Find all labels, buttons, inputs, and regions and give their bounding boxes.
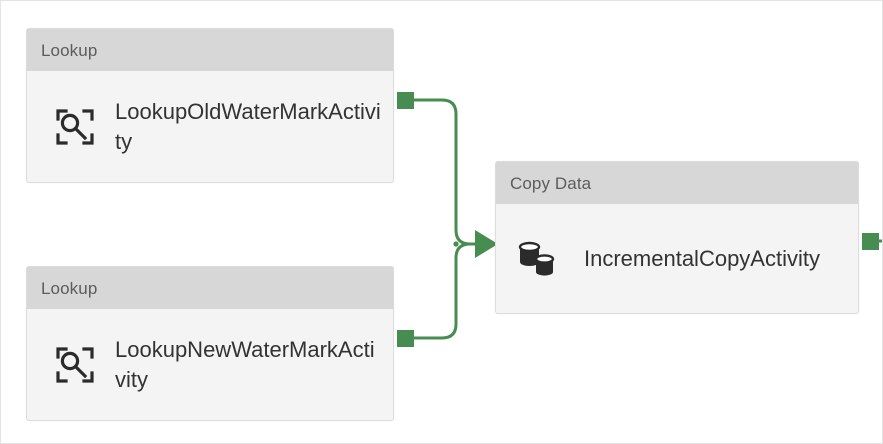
node-body: LookupOldWaterMarkActivity (27, 71, 393, 182)
edge-merge-junction (453, 241, 459, 247)
lookup-icon (45, 339, 97, 391)
activity-node-lookup-old-watermark[interactable]: Lookup LookupOldWaterMarkActivity (26, 28, 394, 183)
node-header: Lookup (27, 29, 393, 71)
node-header: Lookup (27, 267, 393, 309)
edge-new-to-copy (412, 242, 483, 340)
node-activity-name: IncrementalCopyActivity (584, 245, 820, 271)
edge-old-to-copy (412, 98, 483, 246)
node-body: IncrementalCopyActivity (496, 204, 858, 313)
node-activity-name: LookupOldWaterMarkActivity (115, 99, 381, 154)
activity-node-incremental-copy[interactable]: Copy Data IncrementalCopyActivity (495, 161, 859, 314)
activity-node-lookup-new-watermark[interactable]: Lookup LookupNewWaterMarkActivity (26, 266, 394, 421)
output-port-incremental-copy[interactable] (862, 233, 879, 250)
node-header: Copy Data (496, 162, 858, 204)
node-type-label: Lookup (41, 40, 98, 60)
node-type-label: Copy Data (510, 173, 592, 193)
output-port-lookup-new[interactable] (397, 330, 414, 347)
database-copy-icon (514, 233, 566, 285)
node-type-label: Lookup (41, 278, 98, 298)
output-port-lookup-old[interactable] (397, 92, 414, 109)
node-activity-name: LookupNewWaterMarkActivity (115, 337, 375, 392)
node-body: LookupNewWaterMarkActivity (27, 309, 393, 420)
lookup-icon (45, 101, 97, 153)
